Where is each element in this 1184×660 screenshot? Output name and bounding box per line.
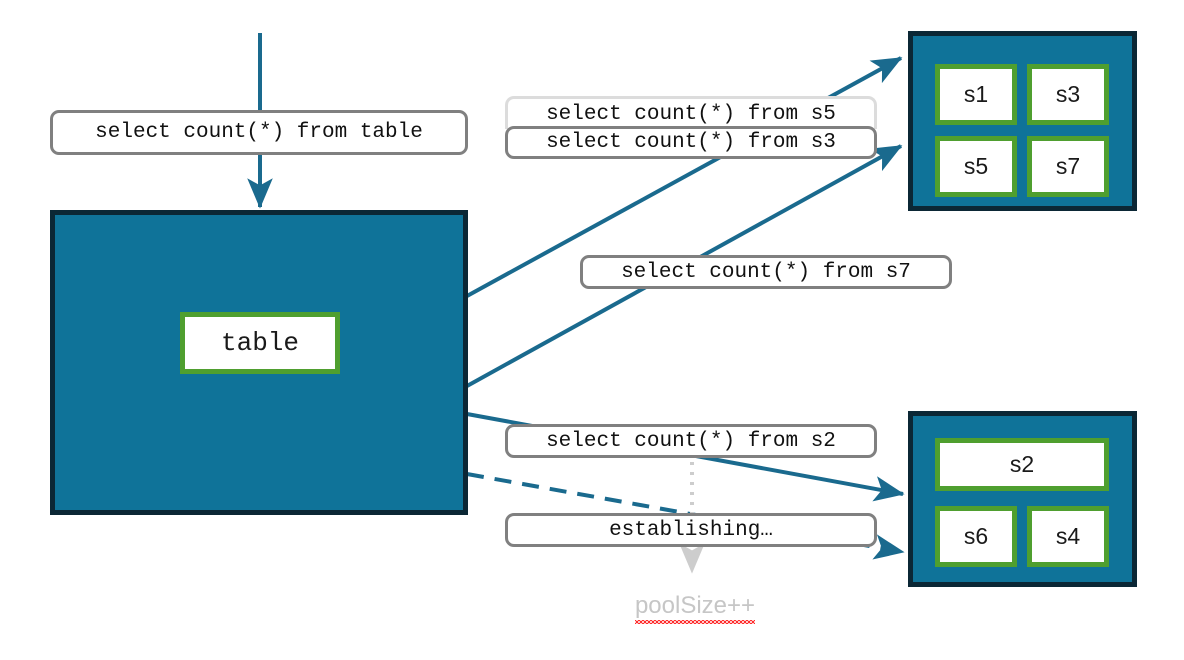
session-box-s4[interactable]: s4 — [1027, 506, 1109, 567]
session-box-s6[interactable]: s6 — [935, 506, 1017, 567]
status-chip-establishing[interactable]: establishing… — [505, 513, 877, 547]
query-chip-s7[interactable]: select count(*) from s7 — [580, 255, 952, 289]
query-chip-table[interactable]: select count(*) from table — [50, 110, 468, 155]
table-node[interactable]: table — [180, 312, 340, 374]
poolsize-increment-text: poolSize++ — [634, 592, 756, 624]
poolsize-increment-label: poolSize++ — [600, 592, 790, 624]
session-box-s3[interactable]: s3 — [1027, 64, 1109, 125]
session-box-s5[interactable]: s5 — [935, 136, 1017, 197]
query-chip-s3[interactable]: select count(*) from s3 — [505, 126, 877, 159]
query-chip-s5[interactable]: select count(*) from s5 — [505, 96, 877, 129]
session-box-s1[interactable]: s1 — [935, 64, 1017, 125]
query-chip-s2[interactable]: select count(*) from s2 — [505, 424, 877, 458]
session-box-s2[interactable]: s2 — [935, 438, 1109, 491]
session-box-s7[interactable]: s7 — [1027, 136, 1109, 197]
